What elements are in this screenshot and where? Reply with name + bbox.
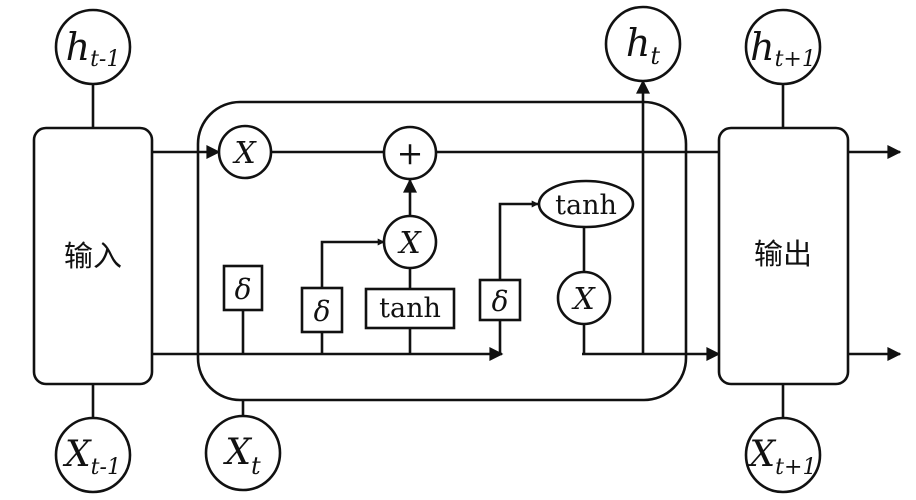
state-x-curr: Xt bbox=[204, 414, 282, 492]
candidate-tanh-box: tanh bbox=[364, 287, 456, 330]
lstm-cell-boundary bbox=[196, 100, 688, 402]
state-h-curr: ht bbox=[604, 5, 682, 83]
output-gate-label: δ bbox=[492, 285, 509, 318]
input-block-label: 输入 bbox=[64, 239, 122, 273]
output-block: 输出 bbox=[717, 126, 850, 386]
forget-gate-box: δ bbox=[222, 264, 264, 312]
add-symbol: + bbox=[397, 134, 424, 172]
output-multiply-node: X bbox=[556, 270, 612, 326]
input-multiply-node: X bbox=[382, 214, 438, 270]
svg-text:ht: ht bbox=[626, 21, 660, 70]
x-prev-base: X bbox=[62, 434, 92, 475]
input-gate-to-mult bbox=[320, 238, 385, 288]
x-curr-base: X bbox=[222, 432, 252, 473]
svg-text:ht+1: ht+1 bbox=[750, 25, 816, 72]
input-gate-box: δ bbox=[300, 286, 344, 334]
svg-text:ht-1: ht-1 bbox=[66, 25, 121, 72]
input-block: 输入 bbox=[32, 126, 154, 386]
output-tanh-label: tanh bbox=[555, 190, 617, 221]
output-multiply-symbol: X bbox=[571, 282, 596, 317]
x-next-sub: t+1 bbox=[775, 455, 816, 480]
add-node: + bbox=[382, 125, 438, 181]
svg-text:Xt: Xt bbox=[222, 432, 261, 480]
output-gate-box: δ bbox=[478, 278, 522, 322]
state-h-next: ht+1 bbox=[744, 8, 822, 86]
forget-multiply-symbol: X bbox=[232, 136, 257, 171]
input-gate-label: δ bbox=[314, 295, 331, 328]
svg-text:Xt+1: Xt+1 bbox=[747, 434, 817, 480]
x-curr-sub: t bbox=[251, 452, 261, 480]
output-block-label: 输出 bbox=[754, 237, 812, 271]
h-next-sub: t+1 bbox=[775, 47, 816, 72]
candidate-tanh-label: tanh bbox=[379, 293, 441, 324]
h-curr-base: h bbox=[626, 21, 650, 65]
output-tanh-node: tanh bbox=[537, 179, 635, 229]
h-next-base: h bbox=[750, 25, 774, 69]
x-next-base: X bbox=[747, 434, 777, 475]
connectors bbox=[91, 79, 902, 418]
state-x-next: Xt+1 bbox=[744, 416, 822, 494]
h-curr-sub: t bbox=[650, 42, 660, 70]
svg-text:Xt-1: Xt-1 bbox=[62, 434, 121, 480]
forget-gate-label: δ bbox=[235, 273, 252, 306]
x-prev-sub: t-1 bbox=[91, 455, 121, 480]
forget-multiply-node: X bbox=[217, 124, 273, 180]
output-gate-to-tanh bbox=[498, 200, 539, 280]
h-prev-base: h bbox=[66, 25, 90, 69]
h-prev-sub: t-1 bbox=[90, 47, 120, 72]
state-x-prev: Xt-1 bbox=[54, 416, 132, 494]
state-h-prev: ht-1 bbox=[54, 8, 132, 86]
input-multiply-symbol: X bbox=[397, 226, 422, 261]
